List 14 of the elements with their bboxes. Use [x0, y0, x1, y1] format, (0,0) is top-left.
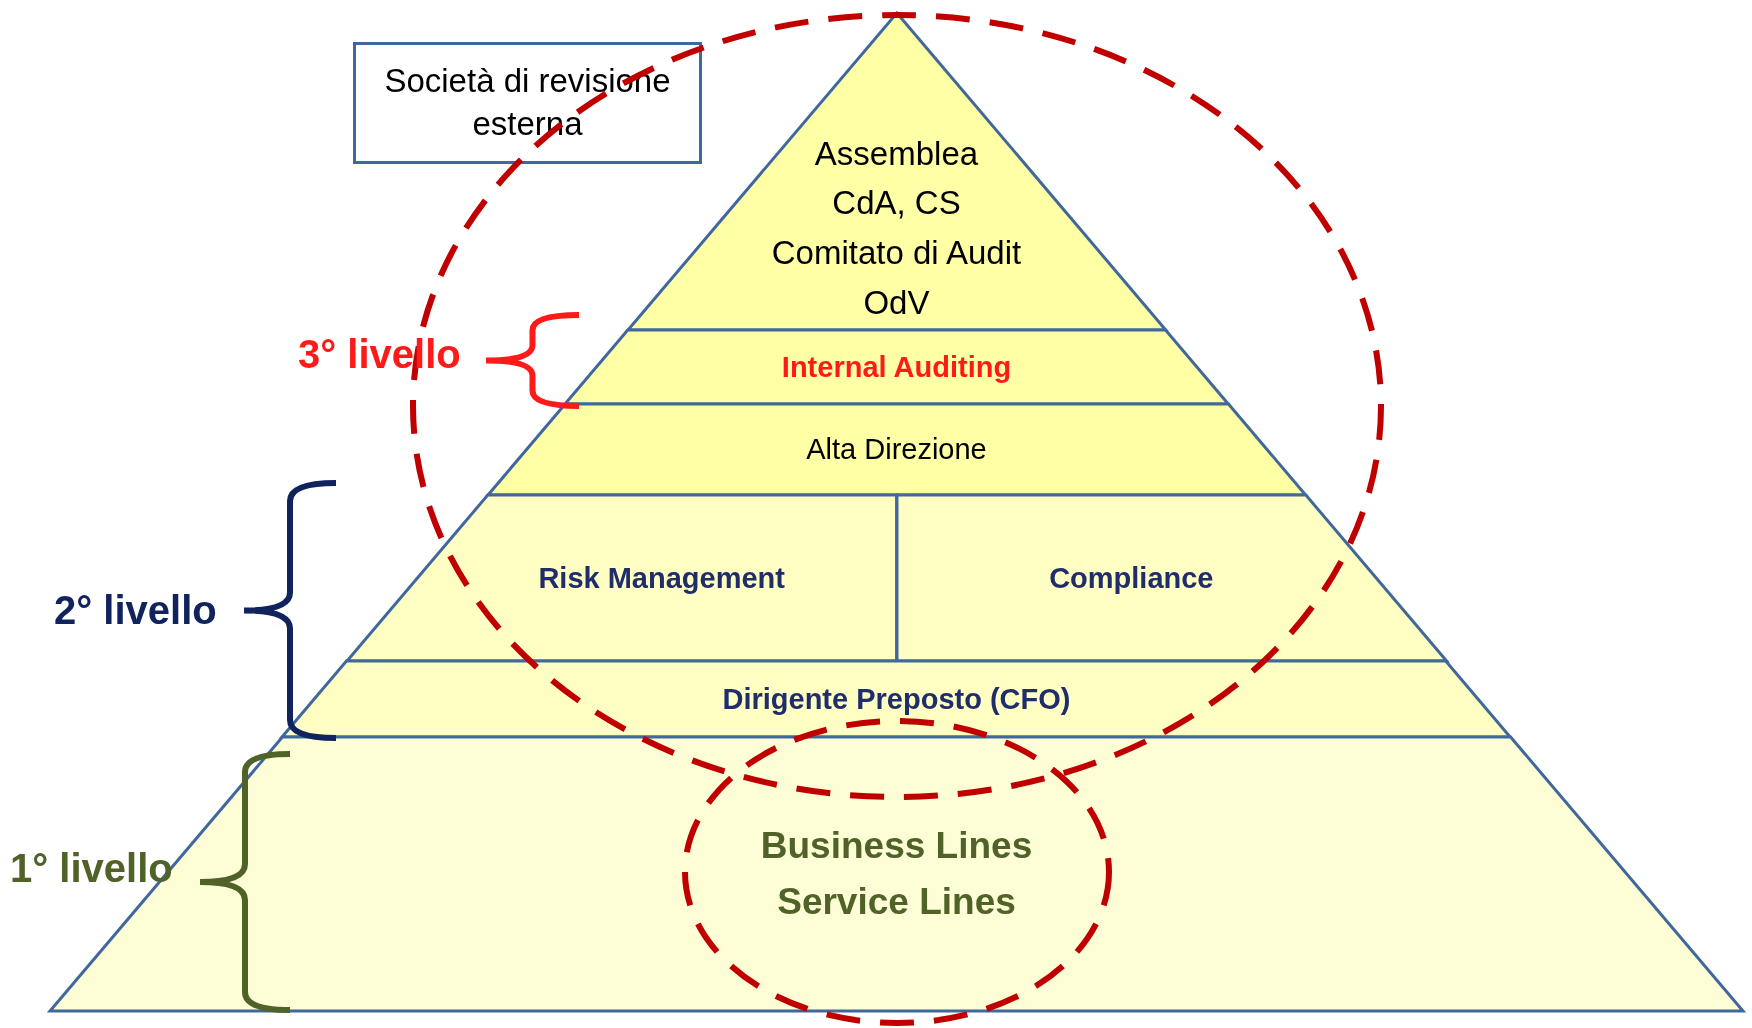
- band-label: OdV: [863, 282, 930, 323]
- level-label: 2° livello: [54, 588, 217, 633]
- band-label: Compliance: [1049, 560, 1214, 596]
- band-label: Business Lines: [760, 823, 1033, 868]
- band-label: Risk Management: [537, 560, 786, 596]
- level-label: 1° livello: [10, 846, 173, 891]
- band-label: Internal Auditing: [781, 349, 1012, 385]
- band-label: Alta Direzione: [806, 432, 987, 467]
- band-label: Assemblea: [814, 133, 979, 174]
- band-label: CdA, CS: [832, 183, 961, 223]
- band-label: Comitato di Audit: [771, 233, 1022, 273]
- text-box: Società di revisione esterna: [353, 42, 702, 164]
- band-label: Service Lines: [777, 880, 1016, 924]
- band-label: Dirigente Preposto (CFO): [722, 681, 1071, 717]
